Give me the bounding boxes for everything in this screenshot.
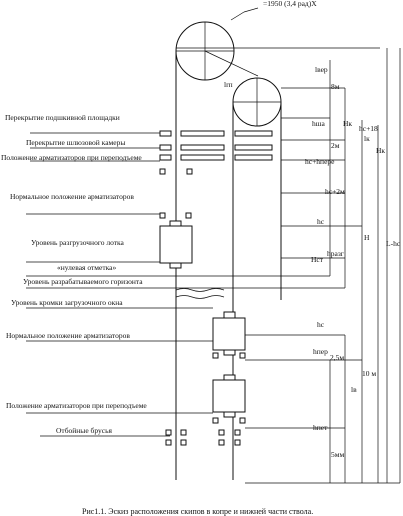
dim-hk2: Нк — [376, 146, 385, 155]
floor-slabs — [159, 130, 273, 175]
dim-hpet: hпет — [313, 423, 328, 432]
dim-hrazg: hразг — [327, 249, 344, 258]
dim-lk: lк — [364, 134, 370, 143]
dim-hc-top: hс — [317, 217, 325, 226]
label-podshk: Перекрытие подшкивной площадки — [5, 113, 120, 122]
ground-break — [175, 288, 225, 292]
label-gorizont: Уровень разрабатываемого горизонта — [23, 277, 143, 286]
dim-hc18: hс+18 — [359, 124, 378, 133]
dim-hcpere: hс+hпере — [305, 157, 335, 166]
label-polozh-bot: Положение арматизаторов при переподъеме — [6, 401, 147, 410]
header-note: =1950 (3,4 рад)Х — [263, 0, 317, 8]
dim-hc2m: hс+2м — [325, 187, 345, 196]
label-normal-bot: Нормальное положение арматизаторов — [6, 331, 130, 340]
label-polozh-top: Положение арматизаторов при переподъеме — [1, 153, 142, 162]
dim-5mm: 5мм — [331, 450, 344, 459]
label-otboin: Отбойные брусья — [56, 426, 112, 435]
upper-skip — [159, 212, 193, 269]
dim-hc-bot: hс — [317, 320, 325, 329]
lower-skip — [212, 311, 246, 424]
ground-break-2 — [175, 295, 225, 299]
dim-10m: 10 м — [362, 369, 376, 378]
figure-caption: Рис1.1. Эскиз расположения скипов в копр… — [82, 507, 313, 516]
label-zero: «нулевая отметка» — [57, 263, 116, 272]
dim-lver: lвер — [315, 65, 328, 74]
label-kromka: Уровень кромки загрузочного окна — [11, 298, 123, 307]
dim-hk: Нк — [343, 119, 352, 128]
dim-hsha: hша — [312, 119, 326, 128]
label-normal-top: Нормальное положение арматизаторов — [10, 192, 134, 201]
dim-h: Н — [364, 233, 370, 242]
headframe-sheaves — [175, 7, 282, 127]
dim-hper: hпер — [313, 347, 328, 356]
dim-lrp: lrп — [224, 80, 233, 89]
dim-lv: lв — [351, 385, 357, 394]
dim-lhc: L-hс — [386, 239, 401, 248]
label-razgr: Уровень разгрузочного лотка — [31, 238, 125, 247]
dimension-lines — [245, 48, 401, 484]
dim-nst: Нст — [311, 255, 324, 264]
label-shluz: Перекрытие шлюзовой камеры — [26, 138, 125, 147]
dim-8m: 8м — [331, 82, 340, 91]
dim-2m: 2м — [331, 141, 340, 150]
buffer-beams — [165, 429, 241, 446]
dim-25m: 2,5м — [330, 353, 344, 362]
leader-lines — [26, 132, 345, 437]
